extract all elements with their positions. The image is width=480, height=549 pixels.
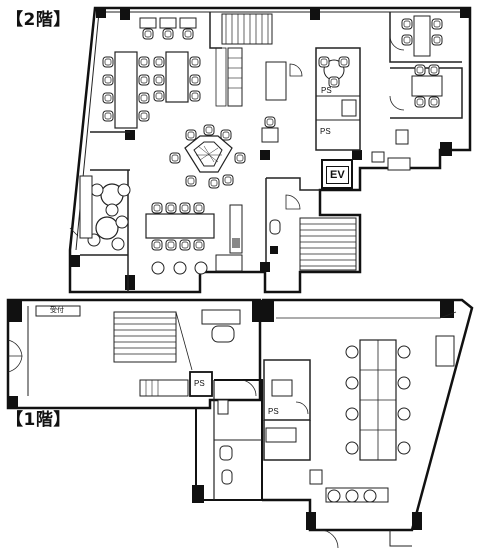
round-table-1 (90, 183, 131, 217)
round-table-2 (87, 215, 129, 251)
reception-label: 受付 (50, 307, 64, 314)
first-floor-label: 【1階】 (6, 410, 71, 430)
first-floor-plan (6, 298, 474, 549)
ps-label-lower-1: PS (194, 379, 205, 388)
elevator-label: EV (326, 166, 349, 184)
ps-label-upper-1: PS (321, 86, 332, 95)
meeting-table-right (153, 51, 201, 103)
desk-island (345, 339, 411, 461)
second-floor-plan (68, 6, 472, 294)
long-table (145, 202, 215, 251)
second-floor-label: 【2階】 (6, 10, 71, 30)
meeting-table-left (102, 51, 150, 129)
ps-label-upper-2: PS (320, 127, 331, 136)
hexagon-table (169, 124, 246, 189)
ps-label-lower-2: PS (268, 407, 279, 416)
